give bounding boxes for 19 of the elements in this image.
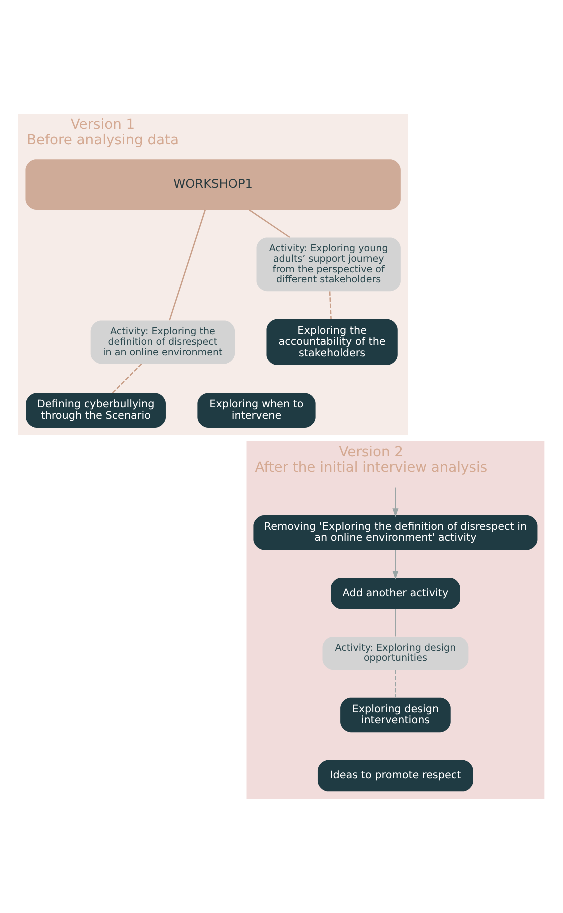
connector	[395, 670, 396, 698]
node-box: Defining cyberbullying through the Scenario	[26, 393, 166, 428]
node-box: Ideas to promote respect	[318, 760, 474, 792]
node-box: Exploring when to intervene	[198, 393, 316, 428]
connector	[112, 364, 142, 394]
connector	[395, 609, 396, 637]
arrow	[392, 488, 399, 518]
arrow	[392, 550, 399, 580]
connector	[249, 210, 290, 238]
node-box: Activity: Exploring design opportunities	[322, 637, 469, 670]
node-box: Activity: Exploring the definition of disrespect in an online environment	[90, 320, 236, 364]
node-box: Add another activity	[331, 578, 460, 610]
node-box: Exploring design interventions	[340, 698, 451, 733]
node-box: WORKSHOP1	[26, 160, 401, 210]
node-box: Exploring the accountability of the stakeholders	[266, 319, 398, 366]
node-box: Removing 'Exploring the definition of disrespect in an online environment' activity	[254, 515, 538, 550]
connector	[329, 292, 332, 320]
connector	[169, 210, 206, 321]
node-box: Activity: Exploring young adults’ support journey from the perspective of different stakeholders	[256, 238, 401, 292]
